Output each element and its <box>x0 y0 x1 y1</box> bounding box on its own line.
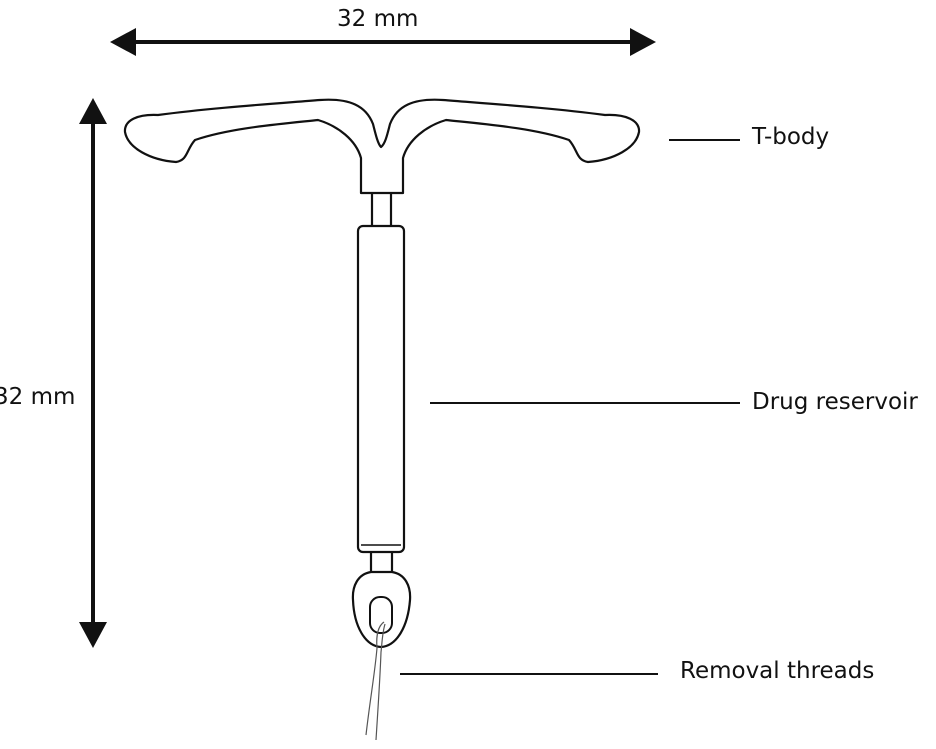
height-arrow-bottom-head <box>79 622 107 648</box>
removal-threads-label: Removal threads <box>680 658 875 684</box>
height-arrow-top-head <box>79 98 107 124</box>
width-dimension-label: 32 mm <box>337 6 419 32</box>
removal-threads <box>365 621 386 741</box>
stem-neck <box>370 193 393 226</box>
width-arrow-right-head <box>630 28 656 56</box>
height-dimension-arrow <box>79 98 107 648</box>
drug-reservoir-cylinder <box>356 224 406 554</box>
width-arrow-left-head <box>110 28 136 56</box>
height-dimension-label: 32 mm <box>0 384 76 410</box>
width-dimension-arrow <box>110 28 656 56</box>
t-body-arms <box>123 98 641 195</box>
t-body-label: T-body <box>752 124 830 150</box>
lower-stem <box>369 552 394 572</box>
drug-reservoir-label: Drug reservoir <box>752 389 918 415</box>
thread-eyelet-hole <box>369 596 393 634</box>
